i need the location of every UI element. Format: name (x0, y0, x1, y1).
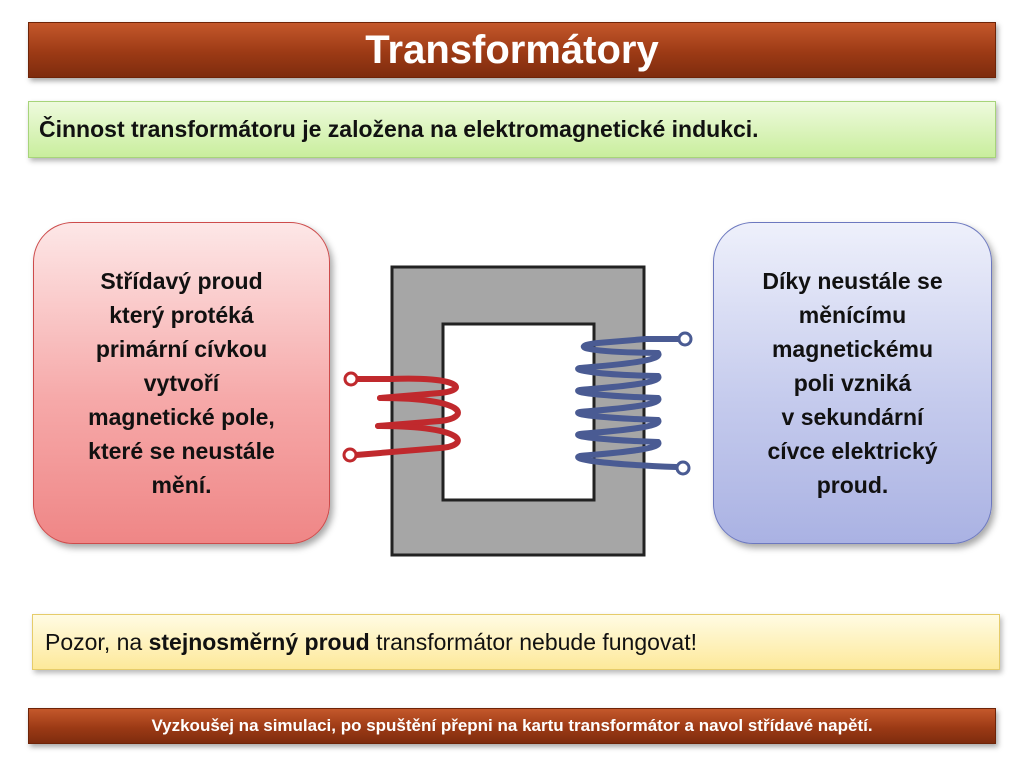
primary-coil (342, 371, 461, 463)
secondary-coil-text: Díky neustále se měnícímu magnetickému p… (762, 268, 943, 498)
secondary-coil (575, 331, 693, 476)
footer-bar: Vyzkoušej na simulaci, po spuštění přepn… (28, 708, 996, 744)
simulation-instruction: Vyzkoušej na simulaci, po spuštění přepn… (151, 716, 873, 735)
primary-coil-text: Střídavý proud který protéká primární cí… (88, 268, 275, 498)
page-title: Transformátory (365, 28, 659, 72)
core-window (441, 322, 596, 502)
intro-box: Činnost transformátoru je založena na el… (28, 101, 996, 158)
intro-text: Činnost transformátoru je založena na el… (39, 116, 759, 142)
secondary-coil-explanation: Díky neustále se měnícímu magnetickému p… (713, 222, 992, 544)
warning-emphasis: stejnosměrný proud (148, 628, 370, 655)
warning-prefix: Pozor, na (45, 628, 149, 655)
primary-coil-explanation: Střídavý proud který protéká primární cí… (33, 222, 330, 544)
title-bar: Transformátory (28, 22, 996, 78)
transformer-diagram (342, 265, 693, 557)
warning-box: Pozor, na stejnosměrný proud transformát… (32, 614, 1000, 670)
warning-suffix: transformátor nebude fungovat! (369, 628, 697, 655)
